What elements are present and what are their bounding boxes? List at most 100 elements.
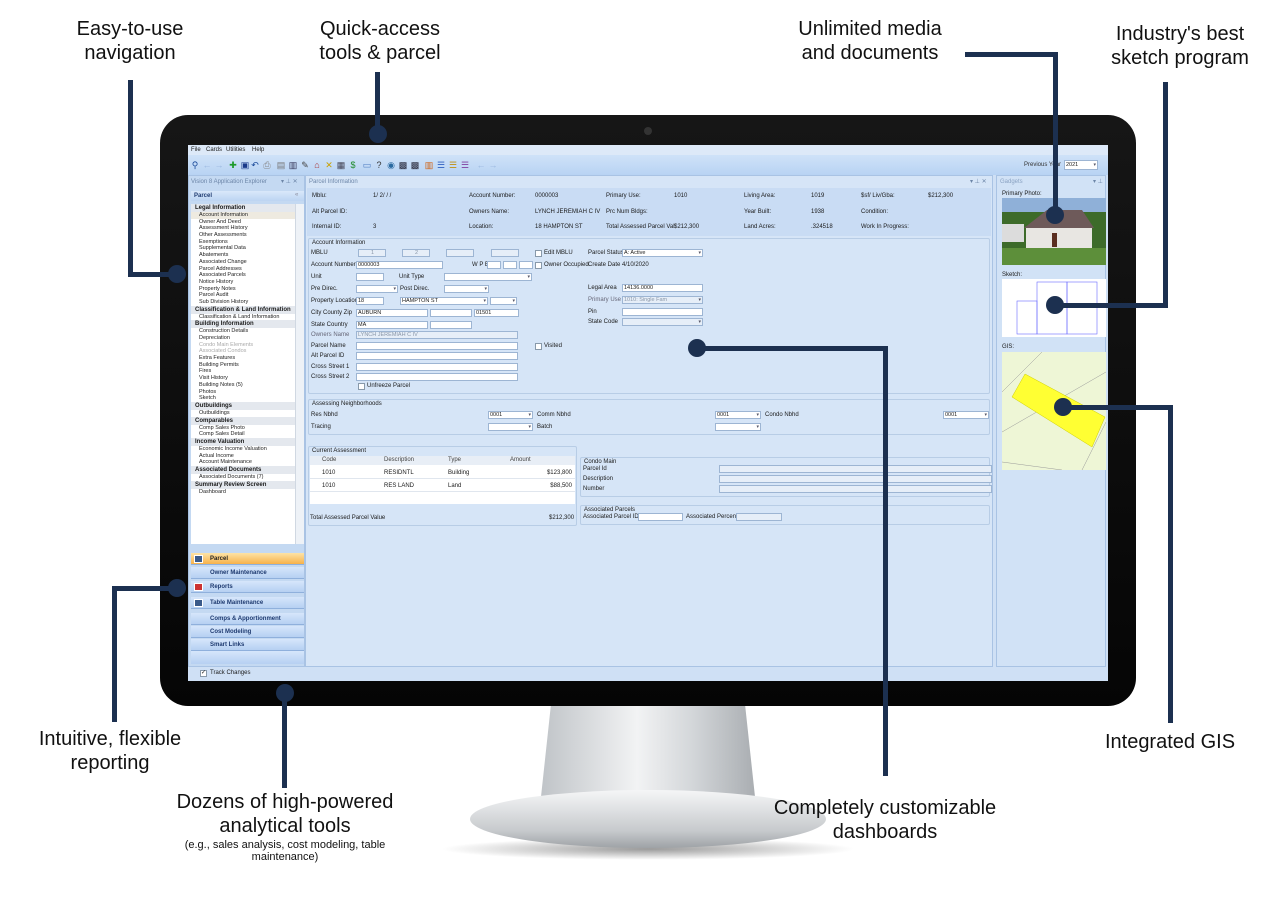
pin-field[interactable] xyxy=(622,308,703,316)
tree-item[interactable]: Condo Main Elements xyxy=(199,341,254,348)
tree-item[interactable]: Sub Division History xyxy=(199,298,249,305)
tree-item[interactable]: Account Maintenance xyxy=(199,459,252,466)
tree-item[interactable]: Associated Change xyxy=(199,258,247,265)
explorer-scrollbar[interactable] xyxy=(295,204,304,544)
delete-icon[interactable]: ✕ xyxy=(325,160,333,170)
tree-item[interactable]: Building Notes (5) xyxy=(199,381,243,388)
cross-street-2-field[interactable] xyxy=(356,373,518,381)
cross-street-1-field[interactable] xyxy=(356,363,518,371)
condo-parcel-id-field[interactable] xyxy=(719,465,992,473)
tree-item[interactable]: Fires xyxy=(199,368,212,375)
mblu-field-3[interactable] xyxy=(446,249,474,257)
street-number-field[interactable]: 18 xyxy=(356,297,384,305)
mblu-field-1[interactable]: 1 xyxy=(358,249,386,257)
visited-checkbox[interactable] xyxy=(535,343,542,350)
zip-field[interactable]: 01501 xyxy=(474,309,519,317)
tree-item[interactable]: Property Notes xyxy=(199,285,236,292)
condo-description-field[interactable] xyxy=(719,475,992,483)
tree-group-header[interactable]: Classification & Land Information xyxy=(191,305,295,314)
condo-nbhd-select[interactable]: 0001 xyxy=(943,411,989,419)
chart-icon[interactable]: ▥ xyxy=(424,160,434,170)
nav-button-comps-apportionment[interactable]: Comps & Apportionment xyxy=(191,613,304,625)
tree-item[interactable]: Depreciation xyxy=(199,335,230,341)
previous-year-select[interactable]: 2021 xyxy=(1064,160,1098,170)
primary-use-select[interactable]: 1010: Single Fam xyxy=(622,296,703,304)
legal-area-field[interactable]: 14136.0000 xyxy=(622,284,703,292)
gadgets-pane-controls[interactable]: ▾ ⊥ xyxy=(1093,179,1103,185)
tree-group-header[interactable]: Legal Information xyxy=(191,204,295,212)
res-nbhd-select[interactable]: 0001 xyxy=(488,411,533,419)
tree-item[interactable]: Associated Condos xyxy=(199,348,247,355)
book-icon[interactable]: ▥ xyxy=(288,160,298,170)
pre-direc-select[interactable] xyxy=(356,285,398,293)
tree-group-header[interactable]: Building Information xyxy=(191,320,295,329)
post-direc-select[interactable] xyxy=(444,285,489,293)
edit-icon[interactable]: ✎ xyxy=(301,160,309,170)
tree-item[interactable]: Actual Income xyxy=(199,452,234,459)
report2-icon[interactable]: ☰ xyxy=(460,160,470,170)
map-icon[interactable]: ▩ xyxy=(398,160,408,170)
state-code-select[interactable] xyxy=(622,318,703,326)
tree-item[interactable]: Comp Sales Photo xyxy=(199,424,245,431)
menu-utilities[interactable]: Utilities xyxy=(226,147,246,153)
mblu-field-4[interactable] xyxy=(491,249,519,257)
tree-group-header[interactable]: Comparables xyxy=(191,416,295,425)
tree-item[interactable]: Associated Parcels xyxy=(199,272,246,279)
tree-item[interactable]: Parcel Addresses xyxy=(199,265,242,272)
associated-percent-field[interactable] xyxy=(736,513,782,521)
tree-item[interactable]: Dashboard xyxy=(199,488,226,495)
parcel-name-field[interactable] xyxy=(356,342,518,350)
tree-item[interactable]: Photos xyxy=(199,388,217,395)
wpb-field-p[interactable] xyxy=(503,261,517,269)
nav-button-owner-maintenance[interactable]: Owner Maintenance xyxy=(191,567,304,579)
tree-item[interactable]: Outbuildings xyxy=(199,409,230,416)
tree-item[interactable]: Associated Documents (7) xyxy=(199,474,264,480)
tree-group-header[interactable]: Outbuildings xyxy=(191,401,295,410)
print-icon[interactable]: ⎙ xyxy=(263,160,271,170)
batch-select[interactable] xyxy=(715,423,761,431)
forward-icon[interactable]: → xyxy=(488,160,498,170)
tree-item[interactable]: Assessment History xyxy=(199,225,248,232)
parcel-status-select[interactable]: A: Active xyxy=(622,249,703,257)
tree-item[interactable]: Parcel Audit xyxy=(199,292,229,299)
tree-item[interactable]: Owner And Deed xyxy=(199,218,241,225)
tree-item[interactable]: Sketch xyxy=(199,395,216,402)
photo-icon[interactable]: ▦ xyxy=(336,160,346,170)
city-field[interactable]: AUBURN xyxy=(356,309,428,317)
tree-item[interactable]: Exemptions xyxy=(199,238,228,245)
menu-cards[interactable]: Cards xyxy=(206,147,223,153)
mblu-field-2[interactable]: 2 xyxy=(402,249,430,257)
street-name-select[interactable]: HAMPTON ST xyxy=(400,297,488,305)
owner-occupied-checkbox[interactable] xyxy=(535,262,542,269)
condo-number-field[interactable] xyxy=(719,485,992,493)
save-icon[interactable]: ▣ xyxy=(240,160,250,170)
nav-button-table-maintenance[interactable]: Table Maintenance xyxy=(191,597,304,609)
county-field[interactable] xyxy=(430,309,472,317)
unfreeze-parcel-checkbox[interactable] xyxy=(358,383,365,390)
report-icon[interactable]: ☰ xyxy=(448,160,458,170)
street-suffix-select[interactable] xyxy=(490,297,517,305)
comm-nbhd-select[interactable]: 0001 xyxy=(715,411,761,419)
associated-parcel-id-field[interactable] xyxy=(638,513,683,521)
database-icon[interactable]: ▭ xyxy=(362,160,372,170)
back-icon[interactable]: ← xyxy=(202,160,212,170)
alt-parcel-id-field[interactable] xyxy=(356,352,518,360)
home-icon[interactable]: ⌂ xyxy=(314,160,320,170)
tree-item[interactable]: Visit History xyxy=(199,375,228,382)
explorer-section-header[interactable]: Parcel « xyxy=(191,191,304,201)
tree-item[interactable]: Economic Income Valuation xyxy=(199,445,267,452)
unit-type-select[interactable] xyxy=(444,273,532,281)
add-icon[interactable]: ✚ xyxy=(229,160,237,170)
primary-photo[interactable] xyxy=(1002,198,1106,265)
scanner-icon[interactable]: ▤ xyxy=(276,160,286,170)
tracing-select[interactable] xyxy=(488,423,533,431)
tree-item[interactable]: Account Information xyxy=(191,212,295,219)
column-header[interactable]: Type xyxy=(448,457,462,463)
dollar-icon[interactable]: $ xyxy=(350,160,356,170)
unit-field[interactable] xyxy=(356,273,384,281)
menu-help[interactable]: Help xyxy=(252,147,265,153)
tree-item[interactable]: Supplemental Data xyxy=(199,245,246,252)
nav-button-smart-links[interactable]: Smart Links xyxy=(191,639,304,651)
wpb-field-b[interactable] xyxy=(519,261,533,269)
